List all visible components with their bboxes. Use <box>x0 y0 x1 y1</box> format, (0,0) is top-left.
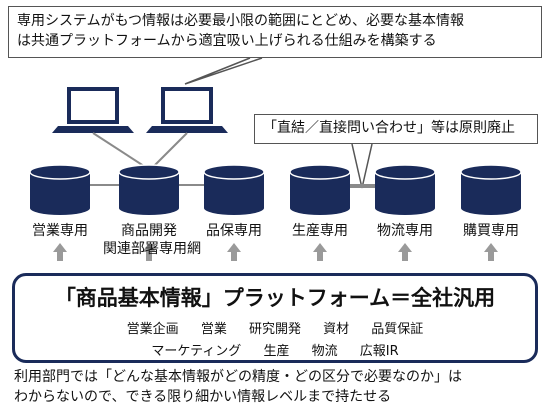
common-platform-box: 「商品基本情報」プラットフォーム＝全社汎用 営業企画 営業 研究開発 資材 品質… <box>12 273 538 363</box>
department-label: 生産 <box>263 344 290 359</box>
footer-note: 利用部門では「どんな基本情報がどの精度・どの区分で必要なのか」は わからないので… <box>14 367 462 407</box>
database-icon <box>29 164 91 215</box>
laptop-icon <box>52 87 134 133</box>
department-label: 物流 <box>311 344 338 359</box>
db-label-sales: 営業専用 <box>32 223 88 239</box>
up-arrow-icon <box>484 243 498 261</box>
platform-title: 「商品基本情報」プラットフォーム＝全社汎用 <box>54 286 496 310</box>
db-label-quality: 品保専用 <box>206 223 262 239</box>
department-label: 品質保証 <box>371 322 424 337</box>
footer-line2: わからないので、できる限り細かい情報レベルまで持たせる <box>14 389 392 405</box>
top-callout-pointer <box>184 57 263 85</box>
up-arrow-icon <box>398 243 412 261</box>
network-line <box>92 132 151 171</box>
department-label: 営業 <box>200 322 227 337</box>
platform-departments-row2: マーケティング 生産 物流 広報IR <box>15 340 535 359</box>
database-icon <box>374 164 436 215</box>
platform-departments-row1: 営業企画 営業 研究開発 資材 品質保証 <box>15 318 535 337</box>
database-icon <box>460 164 522 215</box>
database-icon <box>289 164 351 215</box>
up-arrow-icon <box>53 243 67 261</box>
department-label: 研究開発 <box>248 322 301 337</box>
direct-link-callout: 「直結／直接問い合わせ」等は原則廃止 <box>254 114 538 144</box>
direct-link-callout-text: 「直結／直接問い合わせ」等は原則廃止 <box>263 120 515 136</box>
db-label-purchasing: 購買専用 <box>463 223 519 239</box>
up-arrow-icon <box>142 243 156 261</box>
database-icon <box>203 164 265 215</box>
direct-link-callout-pointer <box>351 143 373 189</box>
up-arrow-icon <box>227 243 241 261</box>
footer-line1: 利用部門では「どんな基本情報がどの精度・どの区分で必要なのか」は <box>14 369 462 385</box>
top-callout-line1: 専用システムがもつ情報は必要最小限の範囲にとどめ、必要な基本情報 <box>17 13 465 29</box>
department-label: 資材 <box>323 322 350 337</box>
department-label: 広報IR <box>359 344 399 359</box>
top-callout-line2: は共通プラットフォームから適宜吸い上げられる仕組みを構築する <box>17 33 437 49</box>
db-label-logistics: 物流専用 <box>377 223 433 239</box>
department-label: マーケティング <box>151 344 242 359</box>
network-line <box>149 132 188 171</box>
laptop-icon <box>146 87 228 133</box>
database-icon <box>118 164 180 215</box>
db-label-production: 生産専用 <box>292 223 348 239</box>
network-label: 関連部署専用網 <box>103 241 201 257</box>
db-label-product-dev: 商品開発 <box>121 223 177 239</box>
department-label: 営業企画 <box>126 322 179 337</box>
up-arrow-icon <box>313 243 327 261</box>
top-callout: 専用システムがもつ情報は必要最小限の範囲にとどめ、必要な基本情報 は共通プラット… <box>8 6 542 58</box>
